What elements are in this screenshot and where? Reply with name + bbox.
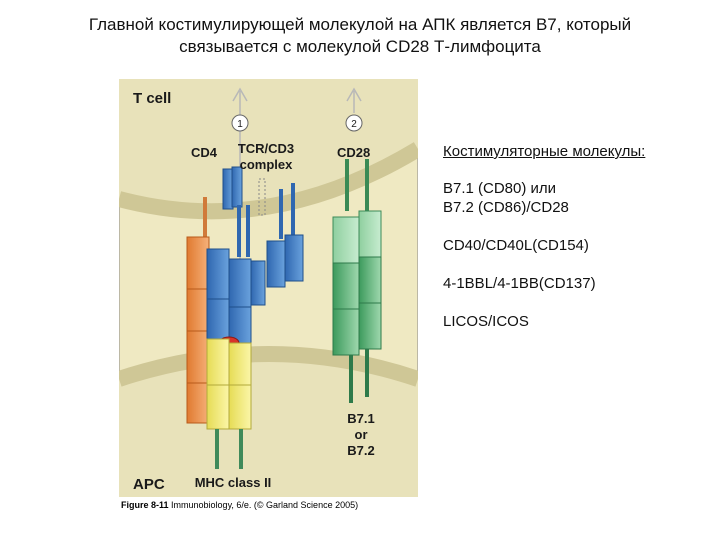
- cd4-molecule: [186, 197, 210, 424]
- tcr-cd3-complex: [206, 166, 304, 344]
- b7-label-line2: or: [355, 427, 368, 442]
- figure-caption: Figure 8-11 Immunobiology, 6/e. (© Garla…: [121, 500, 358, 510]
- costimulatory-heading: Костимуляторные молекулы:: [443, 143, 646, 160]
- list-item: CD40/CD40L(CD154): [443, 237, 589, 254]
- t-cell-label: T cell: [133, 90, 171, 107]
- list-item: B7.2 (CD86)/CD28: [443, 199, 569, 216]
- mhc-class-ii-molecule: [206, 338, 252, 469]
- signal-1-label: 1: [237, 119, 243, 130]
- slide-title: Главной костимулирующей молекулой на АПК…: [20, 14, 700, 58]
- cd28-label: CD28: [337, 145, 370, 160]
- b7-label-line3: B7.2: [347, 443, 374, 458]
- list-item: LICOS/ICOS: [443, 313, 529, 330]
- costimulation-figure: T cell CD4 TCR/CD3 complex CD28 1 2 B7.1…: [119, 79, 418, 497]
- signal-2-marker: [345, 114, 363, 132]
- apc-membrane: [119, 346, 418, 387]
- tcr-label-line2: complex: [240, 157, 294, 172]
- cd28-molecule: [332, 159, 382, 264]
- b7-label-line1: B7.1: [347, 411, 374, 426]
- apc-label: APC: [133, 476, 165, 493]
- t-cell-membrane: [119, 142, 418, 220]
- title-line-2: связывается с молекулой CD28 Т-лимфоцита: [179, 37, 541, 56]
- signal-2-arrow: [346, 87, 362, 113]
- figure-caption-number: Figure 8-11: [121, 500, 169, 510]
- cd4-label: CD4: [191, 145, 218, 160]
- figure-caption-source: Immunobiology, 6/e. (© Garland Science 2…: [168, 500, 359, 510]
- b7-molecule: [332, 256, 382, 403]
- list-item: B7.1 (CD80) или: [443, 180, 557, 197]
- title-line-1: Главной костимулирующей молекулой на АПК…: [88, 15, 632, 34]
- costimulatory-list: Костимуляторные молекулы: B7.1 (CD80) ил…: [443, 143, 713, 331]
- list-item: 4-1BBL/4-1BB(CD137): [443, 275, 596, 292]
- signal-2-label: 2: [351, 119, 357, 130]
- signal-1-marker: [231, 114, 249, 132]
- mhc-label: MHC class II: [195, 475, 272, 490]
- tcr-label-line1: TCR/CD3: [238, 141, 294, 156]
